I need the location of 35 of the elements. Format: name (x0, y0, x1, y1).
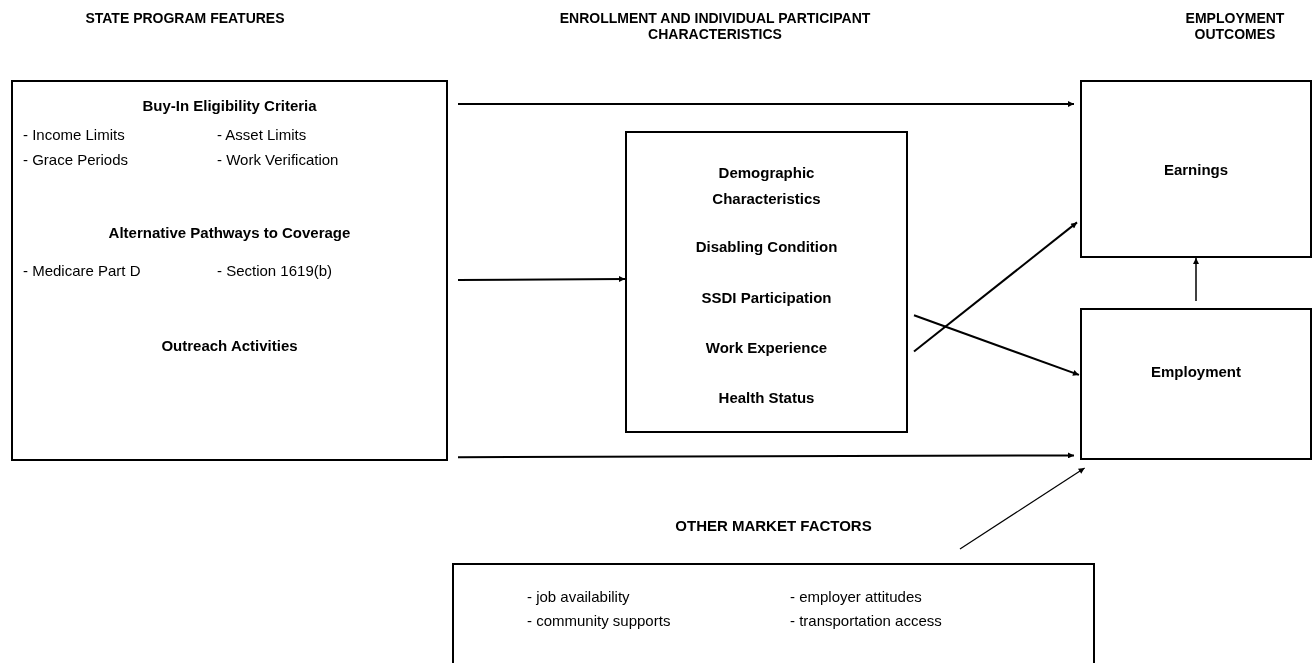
participant-characteristics-box (625, 131, 908, 433)
arrow (457, 452, 1075, 459)
criteria-item: - Income Limits (23, 126, 125, 144)
criteria-item: - Medicare Part D (23, 262, 141, 280)
column-heading: STATE PROGRAM FEATURES (84, 10, 286, 26)
arrow (1193, 257, 1199, 302)
criteria-item: - Work Verification (217, 151, 339, 169)
factor-item: - transportation access (790, 612, 942, 630)
program-features-box (11, 80, 448, 461)
factor-item: - community supports (527, 612, 671, 630)
criteria-item: - Grace Periods (23, 151, 129, 169)
outcome-box (1080, 80, 1312, 258)
characteristic-label: Demographic Characteristics (711, 163, 822, 209)
characteristic-label: Health Status (718, 389, 815, 407)
arrow (959, 467, 1086, 550)
characteristic-label: SSDI Participation (701, 289, 832, 307)
outcome-box (1080, 308, 1312, 460)
outcome-label: Employment (1151, 363, 1241, 381)
criteria-heading: Outreach Activities (161, 337, 298, 355)
arrow (457, 101, 1075, 108)
arrow (913, 221, 1078, 353)
characteristic-label: Work Experience (705, 339, 828, 357)
criteria-item: - Asset Limits (217, 126, 307, 144)
outcome-label: Earnings (1163, 161, 1229, 179)
criteria-item: - Section 1619(b) (217, 262, 333, 280)
column-heading: ENROLLMENT AND INDIVIDUAL PARTICIPANT CHARACTERISTICS (558, 10, 872, 42)
characteristic-label: Disabling Condition (695, 238, 838, 256)
criteria-heading: Buy-In Eligibility Criteria (142, 97, 317, 115)
column-heading: EMPLOYMENT OUTCOMES (1184, 10, 1286, 42)
section-heading: OTHER MARKET FACTORS (675, 517, 872, 535)
arrow (913, 314, 1080, 376)
factor-item: - job availability (527, 588, 630, 606)
factor-item: - employer attitudes (790, 588, 922, 606)
criteria-heading: Alternative Pathways to Coverage (108, 224, 351, 242)
arrow (457, 276, 626, 282)
